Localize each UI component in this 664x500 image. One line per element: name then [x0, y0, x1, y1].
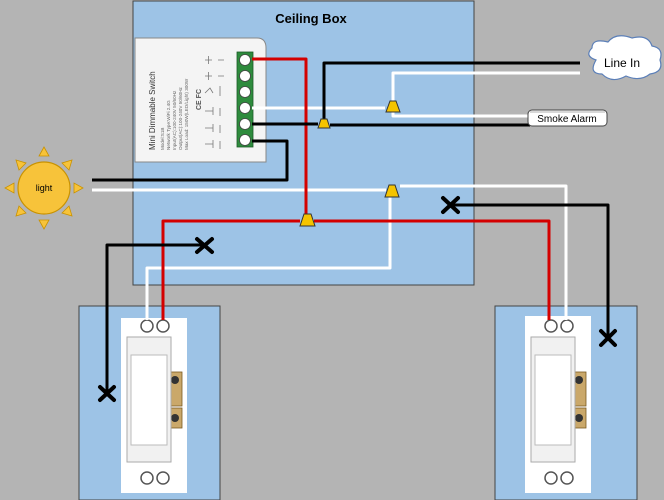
terminal-n: [239, 102, 251, 114]
wire-nut-white-lower-junction: [384, 184, 400, 198]
right-three-way-switch: [525, 316, 591, 493]
module-spec-line: Network Type:WiFi 2.4G: [166, 100, 171, 150]
light-rays: [4, 146, 84, 230]
white-traveler-wire: [145, 194, 392, 320]
black-capped-wire-right: [451, 203, 610, 338]
smoke-alarm: Smoke Alarm: [527, 109, 608, 127]
black-light-wire: [92, 139, 289, 182]
module-spec-line: Input(AC):100-240V 50/60Hz: [172, 90, 177, 150]
black-capped-wire-left: [105, 243, 204, 393]
light-bulb-circle: [17, 161, 71, 215]
red-left-switch-wire: [161, 219, 300, 320]
terminal-n-out: [239, 134, 251, 146]
black-line-in-wire: [322, 61, 580, 122]
red-wires: [161, 57, 551, 320]
capped-wire-markers: [98, 196, 617, 402]
module-spec-line: Output(AC):100-240V 50/60Hz: [178, 86, 183, 150]
red-traveler-wire: [314, 219, 551, 320]
terminal-s1: [239, 54, 251, 66]
terminal-l: [239, 86, 251, 98]
left-three-way-switch: [121, 318, 187, 493]
module-cert-marks: CE FC: [196, 89, 203, 110]
red-module-wire: [252, 57, 308, 215]
ceiling-box-title: Ceiling Box: [275, 11, 347, 26]
line-in-label: Line In: [604, 56, 640, 70]
black-wires: [92, 61, 610, 393]
x-mark: [599, 329, 617, 347]
wire-nuts: [299, 100, 401, 227]
terminal-l-out: [239, 118, 251, 130]
terminal-s2: [239, 70, 251, 82]
x-mark: [195, 237, 214, 254]
module-name: Mini Dimmable Switch: [148, 71, 157, 150]
module-terminal-strip: [236, 51, 254, 148]
neutral-line-in-wire: [391, 71, 580, 108]
module-spec-line: Max Load: 150W(LED/Light) 300W: [184, 78, 189, 150]
module-spec-line: Model:S1B: [160, 128, 165, 150]
module-terminal-symbols: [204, 56, 224, 149]
light-label: light: [36, 183, 53, 193]
light-fixture: light: [4, 146, 84, 230]
line-in-cloud: Line In: [588, 35, 662, 81]
wire-nut-white-junction: [385, 100, 401, 113]
smoke-alarm-label: Smoke Alarm: [537, 114, 596, 125]
white-to-right-switch-wire: [400, 184, 568, 320]
wire-nut-black-junction: [317, 118, 331, 129]
mini-dimmable-switch-module: Mini Dimmable Switch Model:S1B Network T…: [134, 37, 267, 163]
module-terminal-screws: [239, 54, 251, 146]
module-label-block: Mini Dimmable Switch Model:S1B Network T…: [148, 71, 203, 150]
wire-nut-red-junction: [299, 213, 316, 227]
x-mark: [441, 196, 460, 214]
white-wires: [92, 71, 580, 320]
x-mark: [98, 385, 116, 402]
